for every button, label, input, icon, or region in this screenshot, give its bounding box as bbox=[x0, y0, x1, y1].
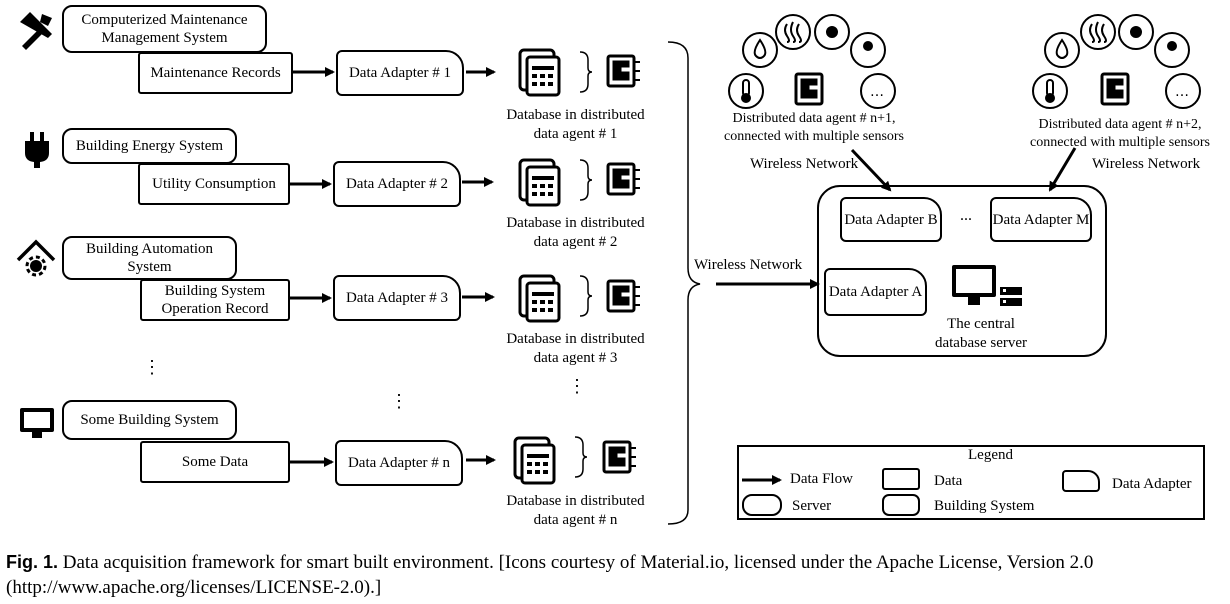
data-box-3: Building System Operation Record bbox=[140, 279, 290, 321]
monitor-icon bbox=[20, 408, 54, 438]
water-drop-icon bbox=[1055, 38, 1069, 59]
wireless-arrow-n1 bbox=[850, 148, 892, 192]
database-icon-1 bbox=[518, 48, 561, 97]
ellipsis-adapters: ⋮ bbox=[390, 391, 408, 411]
system-box-1: Computerized Maintenance Management Syst… bbox=[62, 5, 267, 53]
db-label-4: Database in distributed data agent # n bbox=[506, 493, 645, 528]
brace-2 bbox=[579, 159, 593, 201]
person-icon bbox=[863, 41, 873, 51]
wireless-label-n2: Wireless Network bbox=[1092, 156, 1201, 172]
chip-icon-1 bbox=[606, 54, 640, 88]
home-gear-icon bbox=[16, 239, 56, 277]
figure-number: Fig. 1. bbox=[6, 552, 59, 572]
adapter-box-3: Data Adapter # 3 bbox=[333, 275, 461, 321]
server-rack-icon bbox=[1000, 287, 1022, 306]
legend-building-system: Building System bbox=[934, 498, 1035, 514]
legend-data-flow: Data Flow bbox=[790, 471, 853, 487]
server-adapter-a-label: Data Adapter A bbox=[828, 284, 923, 300]
light-icon bbox=[826, 26, 838, 38]
wireless-label-n1: Wireless Network bbox=[750, 156, 859, 172]
chip-icon-n1 bbox=[794, 72, 824, 106]
legend-data-adapter: Data Adapter bbox=[1112, 476, 1192, 492]
more-sensors-icon: … bbox=[1175, 84, 1189, 100]
server-adapter-b-label: Data Adapter B bbox=[844, 211, 938, 228]
chip-icon-4 bbox=[602, 440, 636, 474]
data-label-2: Utility Consumption bbox=[152, 176, 276, 192]
legend-data: Data bbox=[934, 473, 963, 489]
adapter-box-4: Data Adapter # n bbox=[335, 440, 463, 486]
database-icon-3 bbox=[518, 274, 561, 323]
legend-server: Server bbox=[792, 498, 832, 514]
legend-data-swatch bbox=[882, 468, 920, 490]
more-sensors-icon: … bbox=[870, 84, 884, 100]
ellipsis-databases: ⋮ bbox=[568, 376, 586, 396]
adapter-label-1: Data Adapter # 1 bbox=[348, 65, 452, 81]
data-label-1: Maintenance Records bbox=[150, 65, 281, 81]
agent-label-n1: Distributed data agent # n+1, connected … bbox=[723, 111, 905, 144]
system-box-4: Some Building System bbox=[62, 400, 237, 440]
system-label-1: Computerized Maintenance Management Syst… bbox=[81, 12, 248, 46]
water-drop-icon bbox=[753, 38, 767, 59]
legend-building-swatch bbox=[882, 494, 920, 516]
heat-icon bbox=[784, 21, 802, 43]
data-label-3: Building System Operation Record bbox=[161, 283, 269, 317]
legend-server-swatch bbox=[742, 494, 782, 516]
db-label-1: Database in distributed data agent # 1 bbox=[506, 107, 645, 142]
brace-4 bbox=[574, 436, 588, 478]
legend-adapter-swatch bbox=[1062, 470, 1100, 492]
sensor-cluster-n2: … bbox=[1032, 14, 1201, 109]
adapter-label-4: Data Adapter # n bbox=[347, 455, 451, 471]
database-icon-2 bbox=[518, 158, 561, 207]
system-box-3: Building Automation System bbox=[62, 236, 237, 280]
wireless-arrow-n2 bbox=[1048, 147, 1077, 192]
caption-text: Data acquisition framework for smart bui… bbox=[6, 552, 1094, 598]
db-label-3: Database in distributed data agent # 3 bbox=[506, 331, 645, 366]
adapter-label-3: Data Adapter # 3 bbox=[345, 290, 449, 306]
wireless-network-label: Wireless Network bbox=[694, 257, 803, 273]
legend bbox=[737, 445, 1205, 520]
server-adapter-b: Data Adapter B bbox=[840, 197, 942, 242]
chip-icon-3 bbox=[606, 279, 640, 313]
plug-icon bbox=[25, 132, 49, 168]
server-adapter-a: Data Adapter A bbox=[824, 268, 927, 316]
ellipsis-systems: ⋮ bbox=[143, 357, 161, 377]
person-icon bbox=[1167, 41, 1177, 51]
adapter-box-1: Data Adapter # 1 bbox=[336, 50, 464, 96]
server-ellipsis: ... bbox=[960, 207, 972, 224]
system-label-3: Building Automation System bbox=[85, 241, 214, 275]
chip-icon-2 bbox=[606, 162, 640, 196]
adapter-label-2: Data Adapter # 2 bbox=[345, 176, 449, 192]
big-brace bbox=[667, 41, 701, 525]
chip-icon-n2 bbox=[1100, 72, 1130, 106]
agent-label-n2: Distributed data agent # n+2, connected … bbox=[1029, 117, 1211, 150]
figure-caption: Fig. 1. Data acquisition framework for s… bbox=[6, 550, 1224, 600]
system-label-2: Building Energy System bbox=[75, 138, 224, 154]
server-adapter-m-label: Data Adapter M bbox=[992, 211, 1090, 228]
adapter-box-2: Data Adapter # 2 bbox=[333, 161, 461, 207]
computer-icon bbox=[952, 265, 996, 305]
system-label-4: Some Building System bbox=[80, 412, 219, 428]
data-label-4: Some Data bbox=[181, 454, 249, 470]
light-icon bbox=[1130, 26, 1142, 38]
sensor-cluster-n1: … bbox=[728, 14, 896, 109]
data-box-1: Maintenance Records bbox=[138, 52, 293, 94]
server-label: The central database server bbox=[934, 316, 1028, 351]
brace-3 bbox=[579, 275, 593, 317]
server-adapter-m: Data Adapter M bbox=[990, 197, 1092, 242]
data-box-2: Utility Consumption bbox=[138, 163, 290, 205]
db-label-2: Database in distributed data agent # 2 bbox=[506, 215, 645, 250]
brace-1 bbox=[579, 51, 593, 93]
tools-icon bbox=[20, 12, 52, 50]
system-box-2: Building Energy System bbox=[62, 128, 237, 164]
server-container bbox=[817, 185, 1107, 357]
database-icon-4 bbox=[513, 436, 556, 485]
legend-title: Legend bbox=[968, 447, 1013, 463]
data-box-4: Some Data bbox=[140, 441, 290, 483]
heat-icon bbox=[1089, 21, 1107, 43]
